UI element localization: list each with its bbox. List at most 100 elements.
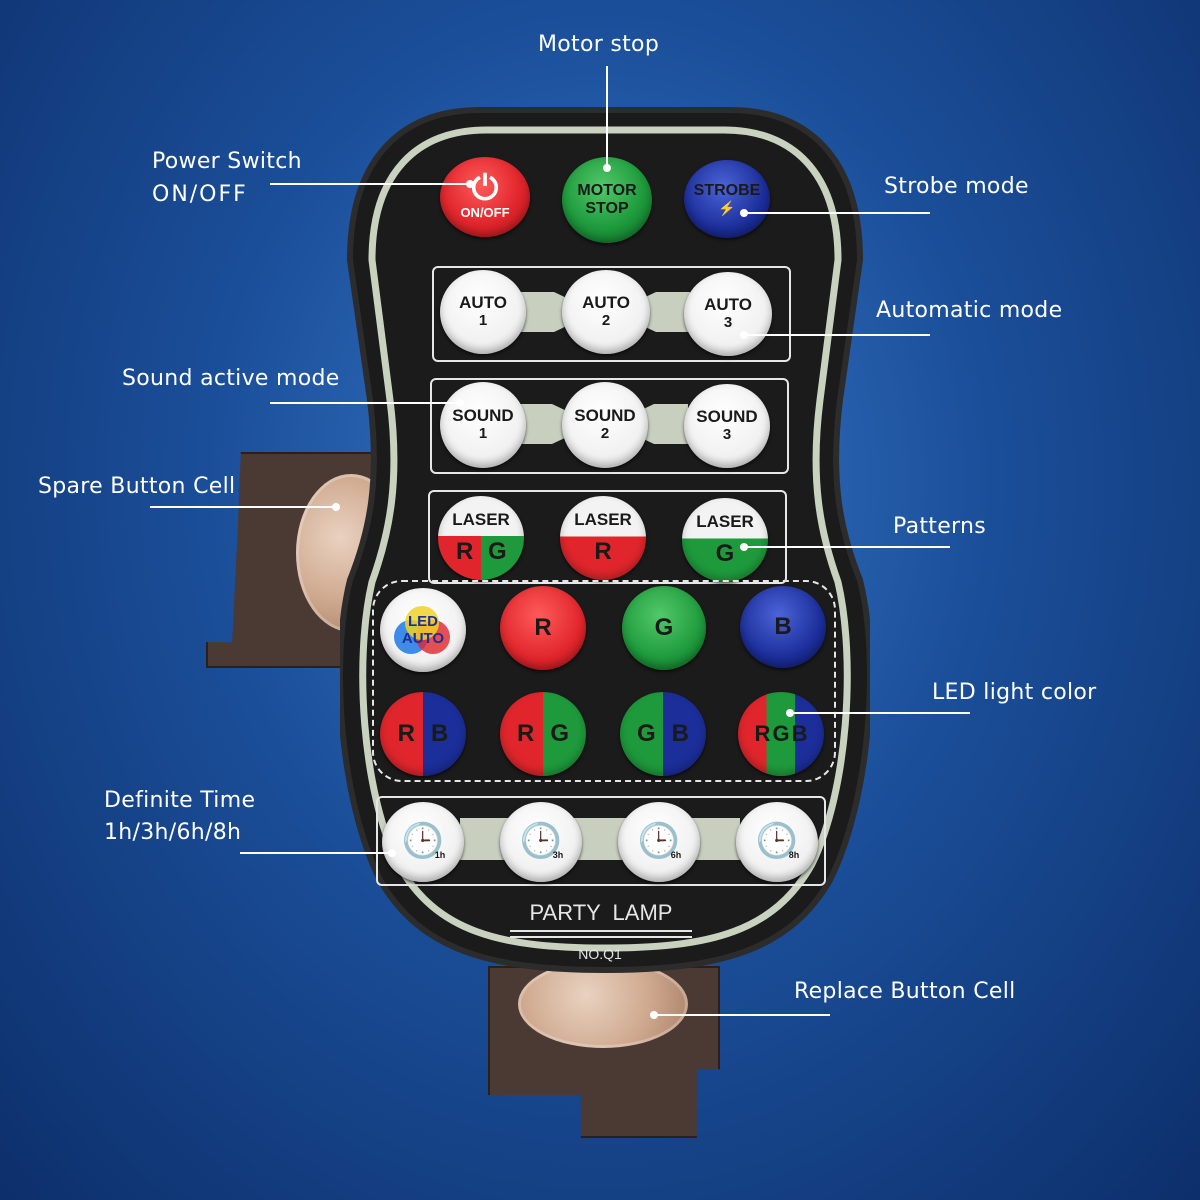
sound-panel <box>430 378 789 474</box>
leader-replace-button-cell <box>654 1014 830 1016</box>
leader-dot <box>786 709 794 717</box>
laser-rg-label: LASER <box>452 510 510 529</box>
led-rgb-r: R <box>754 721 771 746</box>
laser-g-button[interactable]: LASER G <box>682 498 768 582</box>
leader-dot <box>740 209 748 217</box>
sound-2-number: 2 <box>600 425 610 443</box>
callout-definite-time-2: 1h/3h/6h/8h <box>104 820 242 845</box>
power-button[interactable]: ⏻ ON/OFF <box>440 157 530 237</box>
motor-stop-label-2: STOP <box>585 200 629 217</box>
laser-g-label: LASER <box>696 512 754 531</box>
strobe-button[interactable]: STROBE ⚡ <box>684 160 770 238</box>
led-red-label: R <box>534 614 552 641</box>
led-auto-label-2: AUTO <box>401 630 445 647</box>
callout-definite-time-1: Definite Time <box>104 788 256 813</box>
laser-rg-button[interactable]: LASER R G <box>438 496 524 580</box>
sound-2-label: SOUND <box>574 406 636 426</box>
timer-8h-button[interactable]: 🕒 8h <box>736 802 818 882</box>
timer-8h-label: 8h <box>788 850 800 860</box>
timer-1h-label: 1h <box>434 850 446 860</box>
leader-sound-active-mode <box>270 402 460 404</box>
callout-power-switch-1: Power Switch <box>152 149 302 174</box>
leader-dot <box>603 164 611 172</box>
motor-stop-label-1: MOTOR <box>577 182 637 199</box>
led-rg-r: R <box>516 720 535 747</box>
led-green-button[interactable]: G <box>622 586 706 670</box>
replace-button-cell <box>518 960 688 1048</box>
laser-rg-red <box>438 536 481 580</box>
timer-3h-label: 3h <box>552 850 564 860</box>
brand-underline <box>510 930 692 938</box>
strobe-button-label: STROBE <box>693 181 761 199</box>
laser-rg-r: R <box>456 538 474 565</box>
sound-1-label: SOUND <box>452 406 514 426</box>
led-auto-label-1: LED <box>408 613 438 630</box>
led-blue-button[interactable]: B <box>740 586 826 668</box>
leader-dot <box>740 543 748 551</box>
led-blue-label: B <box>774 613 792 640</box>
led-panel <box>372 580 836 782</box>
auto-3-label: AUTO <box>704 295 752 315</box>
leader-led-light-color <box>790 712 970 714</box>
led-rgb-b: B <box>791 721 808 746</box>
auto-1-number: 1 <box>478 312 488 330</box>
leader-dot <box>388 849 396 857</box>
leader-definite-time <box>240 852 392 854</box>
leader-dot <box>650 1011 658 1019</box>
led-auto-button[interactable]: LED AUTO <box>380 588 466 672</box>
callout-replace-button-cell: Replace Button Cell <box>794 979 1016 1004</box>
power-button-label: ON/OFF <box>460 204 510 220</box>
callout-sound-active-mode: Sound active mode <box>122 366 340 391</box>
auto-2-number: 2 <box>601 312 611 330</box>
leader-motor-stop <box>606 66 608 168</box>
clock-icon: 🕒 <box>401 822 445 860</box>
laser-g-g: G <box>715 540 735 567</box>
callout-automatic-mode: Automatic mode <box>876 298 1063 323</box>
led-rb-r: R <box>397 720 415 747</box>
timer-6h-label: 6h <box>670 850 682 860</box>
callout-motor-stop: Motor stop <box>538 32 660 57</box>
laser-r-button[interactable]: LASER R <box>560 496 646 580</box>
timer-1h-button[interactable]: 🕒 1h <box>382 802 464 882</box>
led-rb-b: B <box>431 720 449 747</box>
auto-1-label: AUTO <box>459 293 507 313</box>
laser-rg-green <box>481 536 524 580</box>
led-rgb-g: G <box>772 721 790 746</box>
model-label: NO.Q1 <box>578 946 622 962</box>
timer-3h-button[interactable]: 🕒 3h <box>500 802 582 882</box>
leader-automatic-mode <box>744 334 930 336</box>
callout-patterns: Patterns <box>893 514 987 539</box>
led-red-button[interactable]: R <box>500 586 586 670</box>
laser-panel <box>428 490 787 584</box>
led-green-label: G <box>654 614 674 641</box>
brand-label: PARTY LAMP <box>529 900 673 925</box>
power-icon: ⏻ <box>471 168 499 207</box>
auto-3-number: 3 <box>723 314 733 332</box>
clock-icon: 🕒 <box>755 822 799 860</box>
auto-2-label: AUTO <box>582 293 630 313</box>
callout-led-light-color: LED light color <box>932 680 1097 705</box>
callout-strobe-mode: Strobe mode <box>884 174 1029 199</box>
laser-r-r: R <box>594 538 612 565</box>
timer-panel <box>376 796 826 886</box>
sound-1-number: 1 <box>478 425 488 443</box>
leader-strobe-mode <box>744 212 930 214</box>
leader-patterns <box>744 546 950 548</box>
leader-dot <box>332 503 340 511</box>
sound-3-number: 3 <box>722 426 732 444</box>
leader-dot <box>456 399 464 407</box>
leader-spare-button-cell <box>150 506 336 508</box>
clock-icon: 🕒 <box>637 822 681 860</box>
leader-dot <box>740 331 748 339</box>
timer-6h-button[interactable]: 🕒 6h <box>618 802 700 882</box>
